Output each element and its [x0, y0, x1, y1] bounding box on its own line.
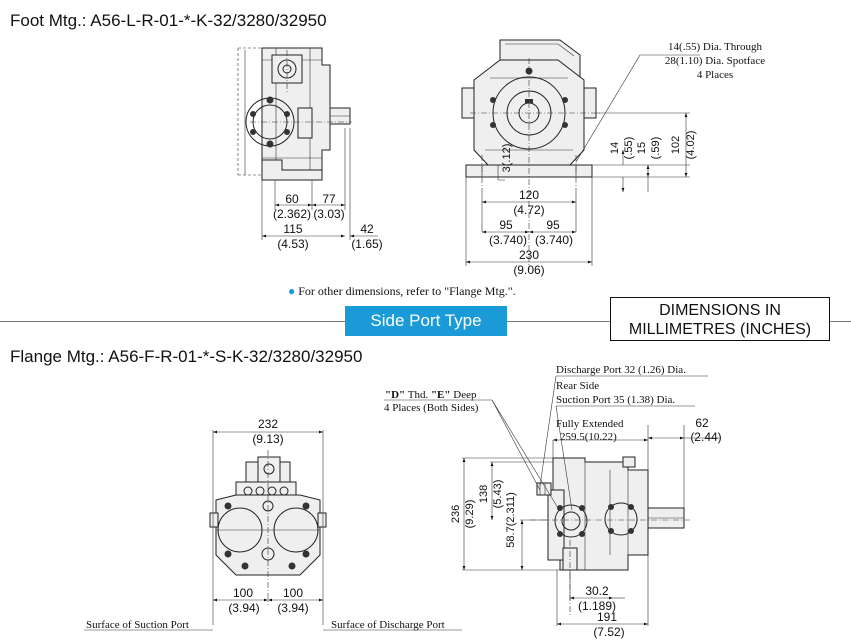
dim-138-inch: (5.43) [492, 480, 504, 509]
dim-191-inch: (7.52) [593, 625, 624, 639]
other-dimensions-note: ● For other dimensions, refer to "Flange… [288, 284, 516, 299]
dim-230-inch: (9.06) [513, 263, 544, 277]
dim-232-inch: (9.13) [252, 432, 283, 446]
dim-95-right: 95 [546, 218, 560, 232]
other-dimensions-note-text: For other dimensions, refer to "Flange M… [298, 284, 516, 298]
foot-front-view: 14(.55) Dia. Through 28(1.10) Dia. Spotf… [461, 39, 765, 277]
dim-120-inch: (4.72) [513, 203, 544, 217]
dim-14: 14 [609, 142, 621, 154]
discharge-port-note: Discharge Port 32 (1.26) Dia. [556, 364, 686, 376]
thread-mid: Thd. [405, 389, 431, 401]
fully-extended-label: Fully Extended [556, 418, 624, 430]
thread-d: "D" [385, 389, 405, 401]
dim-95-left: 95 [499, 218, 513, 232]
dim-60: 60 [285, 192, 299, 206]
thread-note: "D" Thd. "E" Deep [385, 389, 477, 401]
dim-62: 62 [695, 416, 709, 430]
surface-discharge-label: Surface of Discharge Port [331, 619, 445, 631]
dimensions-units-box: DIMENSIONS IN MILLIMETRES (INCHES) [610, 297, 830, 341]
dim-120: 120 [519, 188, 539, 202]
dimensions-units-line-1: DIMENSIONS IN [659, 302, 781, 319]
foot-side-view: 60 (2.362) 77 (3.03) 115 (4.53) 42 (1.65… [237, 47, 383, 251]
section-divider-end [830, 321, 851, 322]
flange-mount-title: Flange Mtg.: A56-F-R-01-*-S-K-32/3280/32… [10, 347, 363, 366]
flange-front-view: 232 (9.13) 100 (3.94) 100 (3.94) Surface… [84, 417, 462, 631]
dim-115: 115 [283, 222, 302, 236]
dim-42-inch: (1.65) [351, 237, 382, 251]
hole-note-line-3: 4 Places [697, 69, 733, 81]
dim-3: 3(.12) [501, 144, 513, 173]
side-port-type-banner: Side Port Type [345, 306, 507, 336]
dim-232: 232 [258, 417, 278, 431]
dim-100-right: 100 [283, 586, 303, 600]
dim-15: 15 [636, 142, 648, 154]
dim-60-inch: (2.362) [273, 207, 311, 221]
dim-30-inch: (1.189) [578, 599, 616, 613]
dim-100-left-inch: (3.94) [228, 601, 259, 615]
foot-mount-title: Foot Mtg.: A56-L-R-01-*-K-32/3280/32950 [10, 11, 327, 30]
dim-236: 236 [450, 505, 462, 523]
flange-side-view: "D" Thd. "E" Deep 4 Places (Both Sides) … [384, 364, 722, 639]
thread-end: Deep [451, 389, 477, 401]
dim-30: 30.2 [585, 584, 609, 598]
dim-77: 77 [322, 192, 336, 206]
rear-side-note: Rear Side [556, 380, 599, 392]
dim-100-left: 100 [233, 586, 253, 600]
bullet-icon: ● [288, 284, 296, 298]
dim-95-right-inch: (3.740) [535, 233, 573, 247]
dim-102-inch: (4.02) [685, 131, 697, 160]
dim-138: 138 [478, 485, 490, 503]
thread-e: "E" [431, 389, 451, 401]
surface-suction-label: Surface of Suction Port [86, 619, 189, 631]
thread-places: 4 Places (Both Sides) [384, 402, 479, 414]
dim-95-left-inch: (3.740) [489, 233, 527, 247]
dim-230: 230 [519, 248, 539, 262]
dim-191: 191 [597, 610, 617, 624]
hole-note-line-2: 28(1.10) Dia. Spotface [665, 55, 765, 67]
dim-259: 259.5(10.22) [560, 431, 617, 443]
dim-77-inch: (3.03) [313, 207, 344, 221]
dim-15-inch: (.59) [650, 137, 662, 160]
section-divider-left [0, 321, 345, 322]
dim-102: 102 [670, 136, 682, 154]
dim-42: 42 [360, 222, 374, 236]
dim-58: 58.7(2.311) [505, 492, 517, 547]
section-divider-right [507, 321, 610, 322]
dimensions-units-line-2: MILLIMETRES (INCHES) [628, 321, 812, 338]
dim-115-inch: (4.53) [277, 237, 308, 251]
dim-100-right-inch: (3.94) [277, 601, 308, 615]
dim-14-inch: (.55) [623, 137, 635, 160]
dim-62-inch: (2.44) [690, 430, 721, 444]
hole-note-line-1: 14(.55) Dia. Through [668, 41, 762, 53]
dim-236-inch: (9.29) [464, 500, 476, 529]
suction-port-note: Suction Port 35 (1.38) Dia. [556, 394, 675, 406]
